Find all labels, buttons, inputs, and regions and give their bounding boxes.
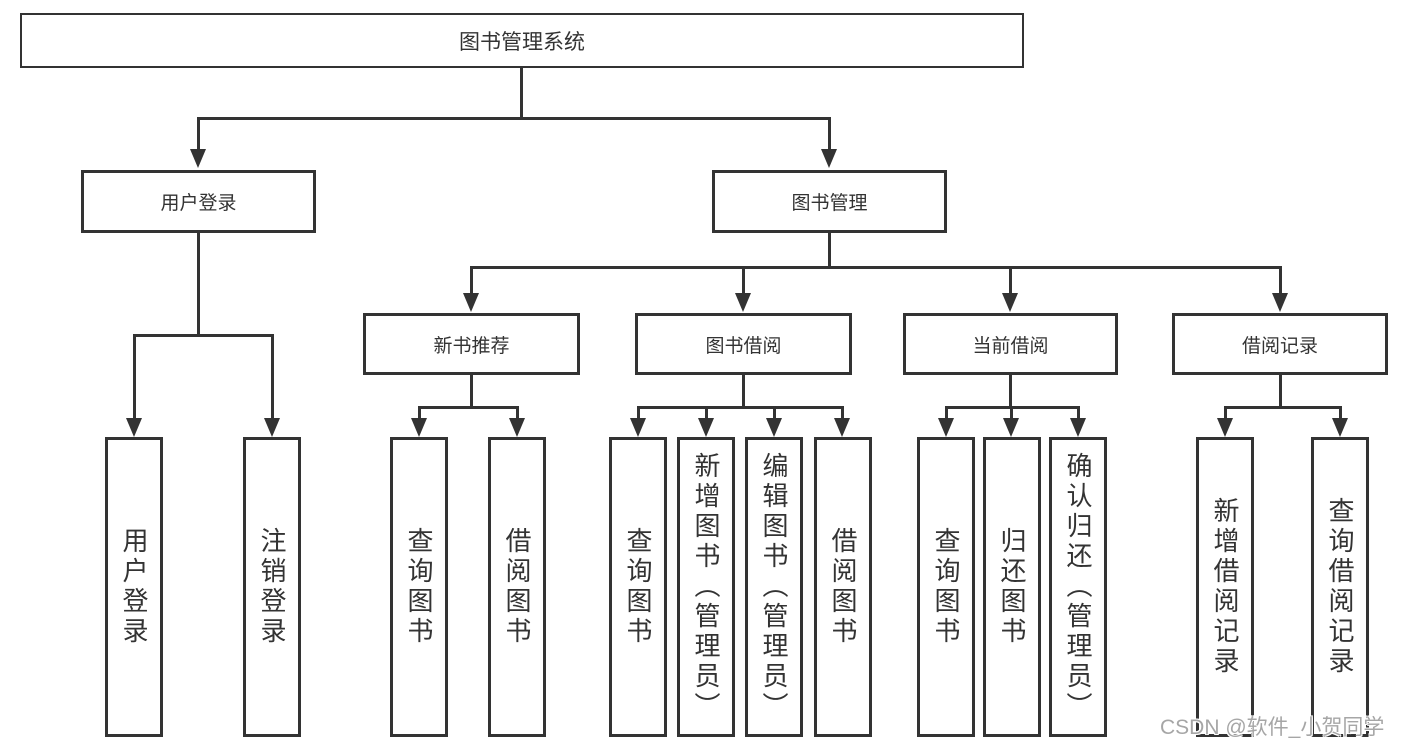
node-root: 图书管理系统	[20, 13, 1024, 68]
leaf-current-query-books-label: 查询图书	[931, 527, 961, 647]
arrowhead-down	[1332, 418, 1348, 437]
connector-level3-split	[470, 266, 1282, 269]
connector-stem	[197, 233, 200, 337]
leaf-current-return-books: 归还图书	[983, 437, 1041, 737]
connector-stub	[742, 266, 745, 294]
connector-stub	[841, 406, 844, 419]
connector-split	[418, 406, 519, 409]
connector-stem	[828, 233, 831, 269]
node-user-login: 用户登录	[81, 170, 316, 233]
connector-stem	[1009, 372, 1012, 408]
leaf-records-add-record: 新增借阅记录	[1196, 437, 1254, 737]
leaf-newrec-borrow-books-label: 借阅图书	[502, 527, 532, 647]
node-book-borrow: 图书借阅	[635, 313, 852, 375]
connector-stub	[133, 334, 136, 419]
leaf-borrow-query-books: 查询图书	[609, 437, 667, 737]
arrowhead-down	[1002, 293, 1018, 312]
leaf-current-confirm-return-admin: 确认归还（管理员）	[1049, 437, 1107, 737]
arrowhead-down	[834, 418, 850, 437]
connector-stub	[773, 406, 776, 419]
leaf-current-query-books: 查询图书	[917, 437, 975, 737]
arrowhead-down	[264, 418, 280, 437]
leaf-records-add-record-label: 新增借阅记录	[1210, 497, 1240, 677]
leaf-current-confirm-return-admin-label: 确认归还（管理员）	[1063, 452, 1093, 722]
arrowhead-down	[1003, 418, 1019, 437]
connector-stub	[516, 406, 519, 419]
connector-stub	[1224, 406, 1227, 419]
leaf-borrow-add-books-admin-label: 新增图书（管理员）	[691, 452, 721, 722]
node-book-management: 图书管理	[712, 170, 947, 233]
connector-stub	[828, 117, 831, 152]
connector-root-stem	[520, 65, 523, 118]
arrowhead-down	[1070, 418, 1086, 437]
leaf-logout-label: 注销登录	[257, 527, 287, 647]
leaf-records-query-record: 查询借阅记录	[1311, 437, 1369, 737]
arrowhead-down	[190, 149, 206, 168]
leaf-newrec-query-books-label: 查询图书	[404, 527, 434, 647]
arrowhead-down	[411, 418, 427, 437]
connector-stub	[470, 266, 473, 294]
connector-stub	[705, 406, 708, 419]
arrowhead-down	[938, 418, 954, 437]
connector-stub	[197, 117, 200, 152]
connector-stub	[945, 406, 948, 419]
connector-level2-split	[197, 117, 831, 120]
node-borrow-records: 借阅记录	[1172, 313, 1388, 375]
arrowhead-down	[509, 418, 525, 437]
leaf-borrow-borrow-books-label: 借阅图书	[828, 527, 858, 647]
node-new-book-recommend-label: 新书推荐	[433, 335, 510, 357]
arrowhead-down	[698, 418, 714, 437]
watermark: CSDN @软件_小贺同学	[1160, 716, 1385, 739]
arrowhead-down	[630, 418, 646, 437]
leaf-user-login-label: 用户登录	[119, 527, 149, 647]
arrowhead-down	[766, 418, 782, 437]
connector-stub	[637, 406, 640, 419]
connector-stub	[1009, 266, 1012, 294]
leaf-newrec-borrow-books: 借阅图书	[488, 437, 546, 737]
leaf-borrow-edit-books-admin-label: 编辑图书（管理员）	[759, 452, 789, 722]
leaf-current-return-books-label: 归还图书	[997, 527, 1027, 647]
leaf-borrow-borrow-books: 借阅图书	[814, 437, 872, 737]
connector-stub	[1279, 266, 1282, 294]
connector-stub	[1010, 406, 1013, 419]
leaf-logout: 注销登录	[243, 437, 301, 737]
connector-split	[637, 406, 844, 409]
node-borrow-records-label: 借阅记录	[1241, 335, 1318, 357]
node-book-management-label: 图书管理	[791, 193, 868, 214]
leaf-newrec-query-books: 查询图书	[390, 437, 448, 737]
connector-stub	[418, 406, 421, 419]
arrowhead-down	[1272, 293, 1288, 312]
connector-stem	[1279, 372, 1282, 408]
node-book-borrow-label: 图书借阅	[705, 335, 782, 357]
connector-split	[1224, 406, 1342, 409]
connector-stem	[470, 372, 473, 408]
arrowhead-down	[735, 293, 751, 312]
arrowhead-down	[1217, 418, 1233, 437]
node-current-borrow: 当前借阅	[903, 313, 1118, 375]
node-current-borrow-label: 当前借阅	[972, 335, 1049, 357]
connector-stub	[1339, 406, 1342, 419]
leaf-borrow-edit-books-admin: 编辑图书（管理员）	[745, 437, 803, 737]
connector-split	[133, 334, 274, 337]
node-root-label: 图书管理系统	[459, 30, 585, 54]
arrowhead-down	[126, 418, 142, 437]
leaf-records-query-record-label: 查询借阅记录	[1325, 497, 1355, 677]
leaf-borrow-query-books-label: 查询图书	[623, 527, 653, 647]
leaf-borrow-add-books-admin: 新增图书（管理员）	[677, 437, 735, 737]
connector-stub	[1077, 406, 1080, 419]
node-user-login-label: 用户登录	[160, 193, 237, 214]
connector-stem	[742, 372, 745, 408]
node-new-book-recommend: 新书推荐	[363, 313, 580, 375]
arrowhead-down	[821, 149, 837, 168]
connector-stub	[271, 334, 274, 419]
leaf-user-login: 用户登录	[105, 437, 163, 737]
arrowhead-down	[463, 293, 479, 312]
